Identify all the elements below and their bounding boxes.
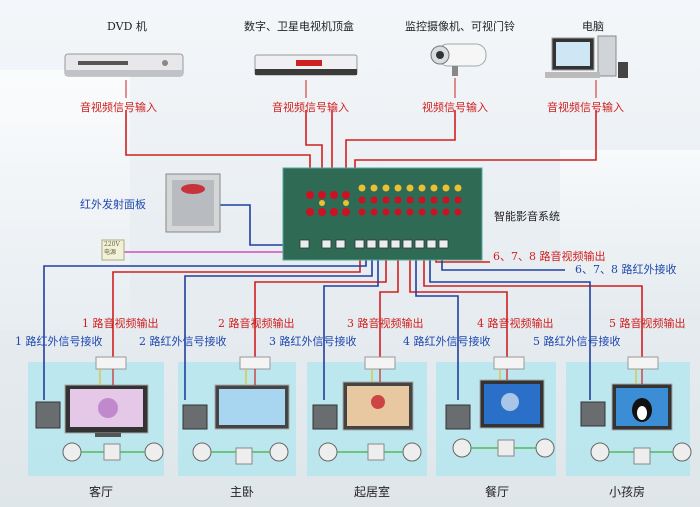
set-top-box-icon <box>254 54 358 76</box>
living-room-devices <box>35 356 164 462</box>
source-name-computer: 电脑 <box>582 20 604 33</box>
source-name-settop: 数字、卫星电视机顶盒 <box>244 20 354 33</box>
source-signal-dvd: 音视频信号输入 <box>80 101 157 114</box>
master-bedroom-devices <box>182 356 290 465</box>
dvd-player-icon <box>64 53 184 77</box>
room-ir-label-1: 1 路红外信号接收 <box>15 335 103 348</box>
power-label: 220V 电源 <box>104 241 120 256</box>
room-av-label-5: 5 路音视频输出 <box>609 317 686 330</box>
ir-panel-label: 红外发射面板 <box>80 198 146 211</box>
system-label: 智能影音系统 <box>494 210 560 223</box>
source-signal-camera: 视频信号输入 <box>422 101 488 114</box>
room-name-master: 主卧 <box>230 485 255 499</box>
dining-room-devices <box>445 356 555 458</box>
ir-panel-line <box>218 204 302 246</box>
room-av-label-1: 1 路音视频输出 <box>82 317 159 330</box>
room-name-kids: 小孩房 <box>609 485 646 499</box>
source-cable-stubs <box>125 78 597 98</box>
security-camera-icon <box>430 43 487 76</box>
tv-av-stubs <box>112 369 643 385</box>
room-name-family: 起居室 <box>354 485 391 499</box>
output-678-label: 6、7、8 路音视频输出 <box>493 250 606 263</box>
source-name-dvd: DVD 机 <box>107 20 147 33</box>
source-signal-computer: 音视频信号输入 <box>547 101 624 114</box>
kids-room-devices <box>580 356 692 465</box>
room-ir-label-2: 2 路红外信号接收 <box>139 335 227 348</box>
room-ir-label-5: 5 路红外信号接收 <box>533 335 621 348</box>
family-room-devices <box>312 356 422 462</box>
room-ir-label-3: 3 路红外信号接收 <box>269 335 357 348</box>
speaker-cable-stubs <box>99 369 637 385</box>
source-signal-settop: 音视频信号输入 <box>272 101 349 114</box>
room-av-label-3: 3 路音视频输出 <box>347 317 424 330</box>
computer-icon <box>545 35 628 78</box>
av-system-panel-icon <box>282 167 483 261</box>
ir-678-label: 6、7、8 路红外接收 <box>575 263 677 276</box>
room-name-living: 客厅 <box>89 485 114 499</box>
room-ir-label-4: 4 路红外信号接收 <box>403 335 491 348</box>
source-name-camera: 监控摄像机、可视门铃 <box>405 20 515 33</box>
power-plug-icon <box>101 239 125 261</box>
ir-emitter-panel-icon <box>165 173 221 233</box>
room-av-label-4: 4 路音视频输出 <box>477 317 554 330</box>
room-name-dining: 餐厅 <box>485 485 510 499</box>
room-av-label-2: 2 路音视频输出 <box>218 317 295 330</box>
